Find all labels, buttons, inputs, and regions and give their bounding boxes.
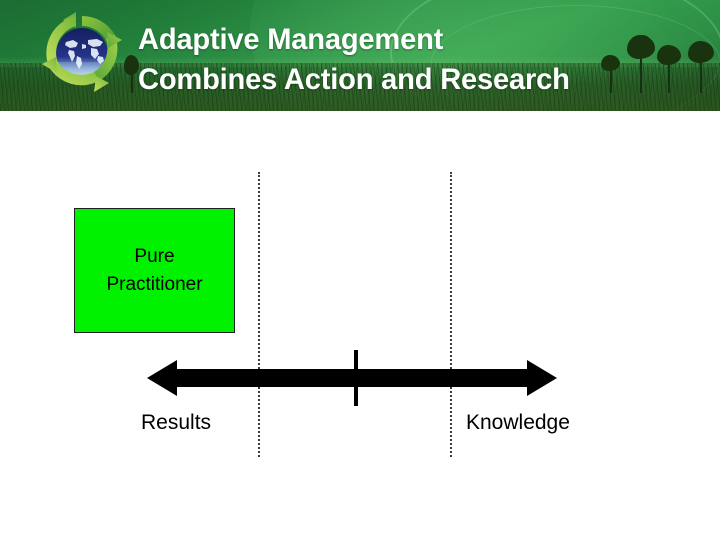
page-title-line2: Combines Action and Research (138, 63, 570, 96)
divider-left-dotted-line (258, 172, 260, 457)
page-title-line1: Adaptive Management (138, 23, 444, 56)
pure-practitioner-label-line1: Pure (134, 246, 175, 267)
header-banner: Adaptive Management Combines Action and … (0, 0, 720, 111)
banner-grass-field (0, 63, 720, 111)
spectrum-diagram: Pure Practitioner Results Knowledge (0, 111, 720, 540)
axis-label-knowledge: Knowledge (466, 411, 570, 434)
pure-practitioner-box: Pure Practitioner (74, 208, 235, 333)
divider-right-dotted-line (450, 172, 452, 457)
recycling-globe-logo (36, 8, 128, 100)
banner-swoosh-outer (390, 0, 720, 111)
page-title: Adaptive Management Combines Action and … (138, 20, 697, 100)
axis-label-results: Results (141, 411, 212, 434)
banner-swoosh-inner (430, 5, 720, 111)
pure-practitioner-label-line2: Practitioner (106, 274, 203, 295)
axis-center-tick (354, 350, 358, 406)
banner-horizon-haze (0, 57, 720, 67)
double-headed-arrow (147, 356, 557, 400)
